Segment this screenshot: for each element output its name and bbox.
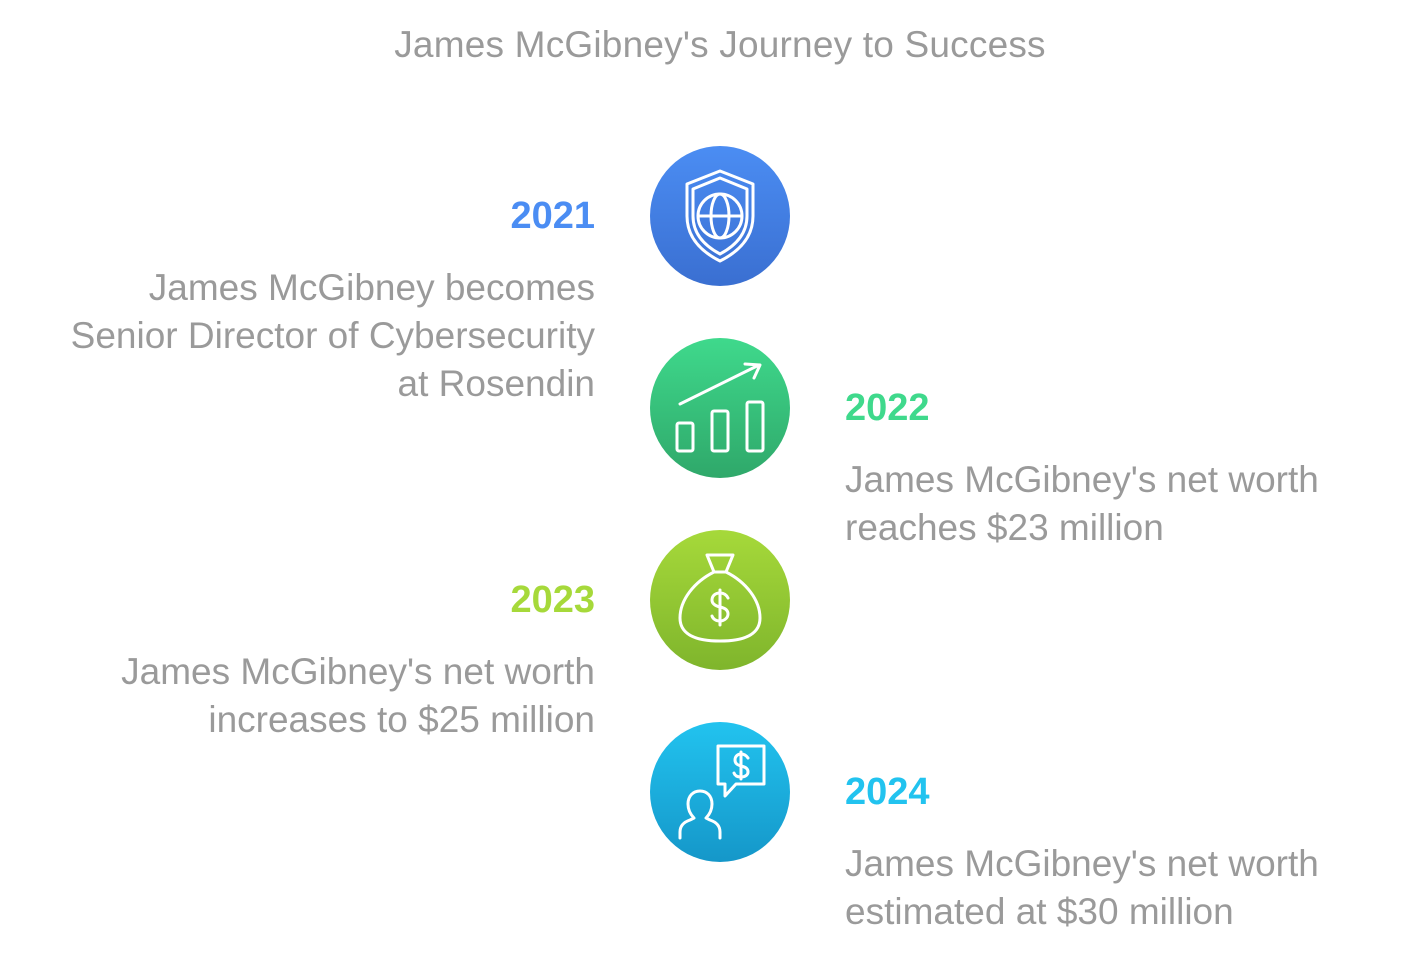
growth-chart-icon xyxy=(675,362,765,453)
milestone-2023-circle xyxy=(650,530,790,670)
milestone-2021-circle xyxy=(650,146,790,286)
milestone-2022-year: 2022 xyxy=(845,387,930,429)
milestone-2024-circle xyxy=(650,722,790,862)
milestone-2021-description: James McGibney becomes Senior Director o… xyxy=(70,267,595,404)
money-bag-icon xyxy=(678,553,762,643)
page-title: James McGibney's Journey to Success xyxy=(394,24,1046,65)
milestone-2023-year: 2023 xyxy=(510,579,595,621)
milestone-2023-description: James McGibney's net worth increases to … xyxy=(121,651,595,740)
milestone-2021-year: 2021 xyxy=(510,195,595,237)
shield-globe-icon xyxy=(685,169,755,263)
milestone-2022-circle xyxy=(650,338,790,478)
milestone-2022-description: James McGibney's net worth reaches $23 m… xyxy=(845,459,1319,548)
milestone-2024-year: 2024 xyxy=(845,771,930,813)
milestone-2024-description: James McGibney's net worth estimated at … xyxy=(845,843,1319,932)
person-dollar-speech-icon xyxy=(678,744,766,840)
